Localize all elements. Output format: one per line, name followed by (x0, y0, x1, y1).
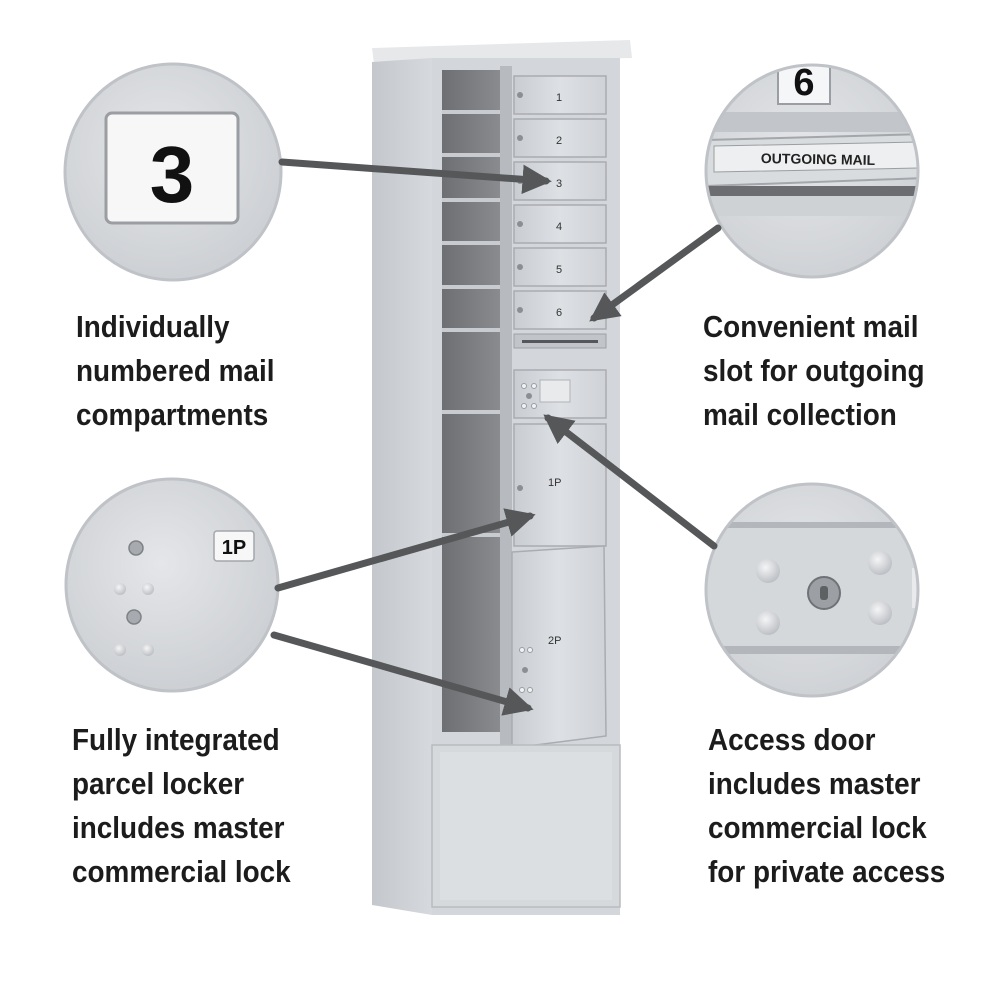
arrow-to-outgoing-slot (589, 224, 722, 322)
tenant-door: 1 (513, 75, 607, 115)
tenant-door: 6 (513, 290, 607, 330)
callout-numbered-compartments: 3 (63, 62, 283, 282)
mailbox-cabinet: 1 2 3 4 5 (372, 40, 632, 915)
base-panel (440, 752, 612, 900)
callout-parcel-locker: 1P (64, 477, 280, 693)
caption-line: mail collection (703, 397, 897, 432)
lock-icon (517, 485, 523, 491)
caption-line: includes master (72, 810, 285, 845)
cabinet-side (372, 58, 432, 915)
lock-icon (522, 667, 528, 673)
door-number: 3 (556, 178, 562, 190)
tenant-door: 5 (513, 247, 607, 287)
number-tag-plate (104, 111, 240, 225)
outgoing-mail-label: OUTGOING MAIL (761, 150, 876, 168)
lock-icon (526, 393, 532, 399)
door-number: 4 (556, 221, 562, 233)
door-number: 1 (556, 92, 562, 104)
caption-line: Access door (708, 722, 876, 757)
caption-line: includes master (708, 766, 921, 801)
caption-parcel-locker: Fully integrated parcel locker includes … (72, 718, 291, 894)
open-door-edge (500, 66, 512, 748)
access-door-plate (539, 379, 571, 403)
caption-line: for private access (708, 854, 946, 889)
parcel-door-label: 2P (548, 635, 561, 647)
caption-access-door: Access door includes master commercial l… (708, 718, 945, 894)
tenant-doors: 1 2 3 4 5 (513, 75, 607, 330)
caption-line: parcel locker (72, 766, 245, 801)
door-number: 6 (556, 307, 562, 319)
caption-line: Individually (76, 309, 230, 344)
caption-line: commercial lock (72, 854, 291, 889)
caption-line: slot for outgoing (703, 353, 925, 388)
parcel-door (511, 545, 607, 749)
callout-outgoing-mail: 6 OUTGOING MAIL (704, 62, 920, 279)
arrow-to-compartment (278, 158, 552, 194)
outgoing-number-text: 6 (793, 62, 814, 104)
arrow-to-parcel-door-2 (270, 631, 534, 716)
parcel-door-label: 1P (548, 477, 561, 489)
cabinet-interior (442, 70, 500, 732)
parcel-tag-text: 1P (222, 537, 246, 559)
caption-outgoing-mail-slot: Convenient mail slot for outgoing mail c… (703, 305, 925, 437)
caption-line: commercial lock (708, 810, 927, 845)
tenant-door: 4 (513, 204, 607, 244)
callout-access-door (704, 482, 920, 698)
caption-line: Fully integrated (72, 722, 280, 757)
arrow-to-parcel-door (274, 508, 536, 592)
lock-icon (128, 540, 144, 556)
door-number: 5 (556, 264, 562, 276)
outgoing-slot-opening (522, 340, 598, 343)
lock-icon (126, 609, 142, 625)
door-number: 2 (556, 135, 562, 147)
number-tag-text: 3 (150, 130, 195, 219)
tenant-door: 2 (513, 118, 607, 158)
caption-numbered-compartments: Individually numbered mail compartments (76, 305, 274, 437)
caption-line: Convenient mail (703, 309, 919, 344)
arrow-to-access-door (543, 414, 718, 550)
outgoing-number-plate (777, 65, 831, 105)
callout-arrows (270, 158, 722, 716)
caption-line: numbered mail (76, 353, 275, 388)
parcel-tag-plate (213, 530, 255, 562)
caption-line: compartments (76, 397, 269, 432)
